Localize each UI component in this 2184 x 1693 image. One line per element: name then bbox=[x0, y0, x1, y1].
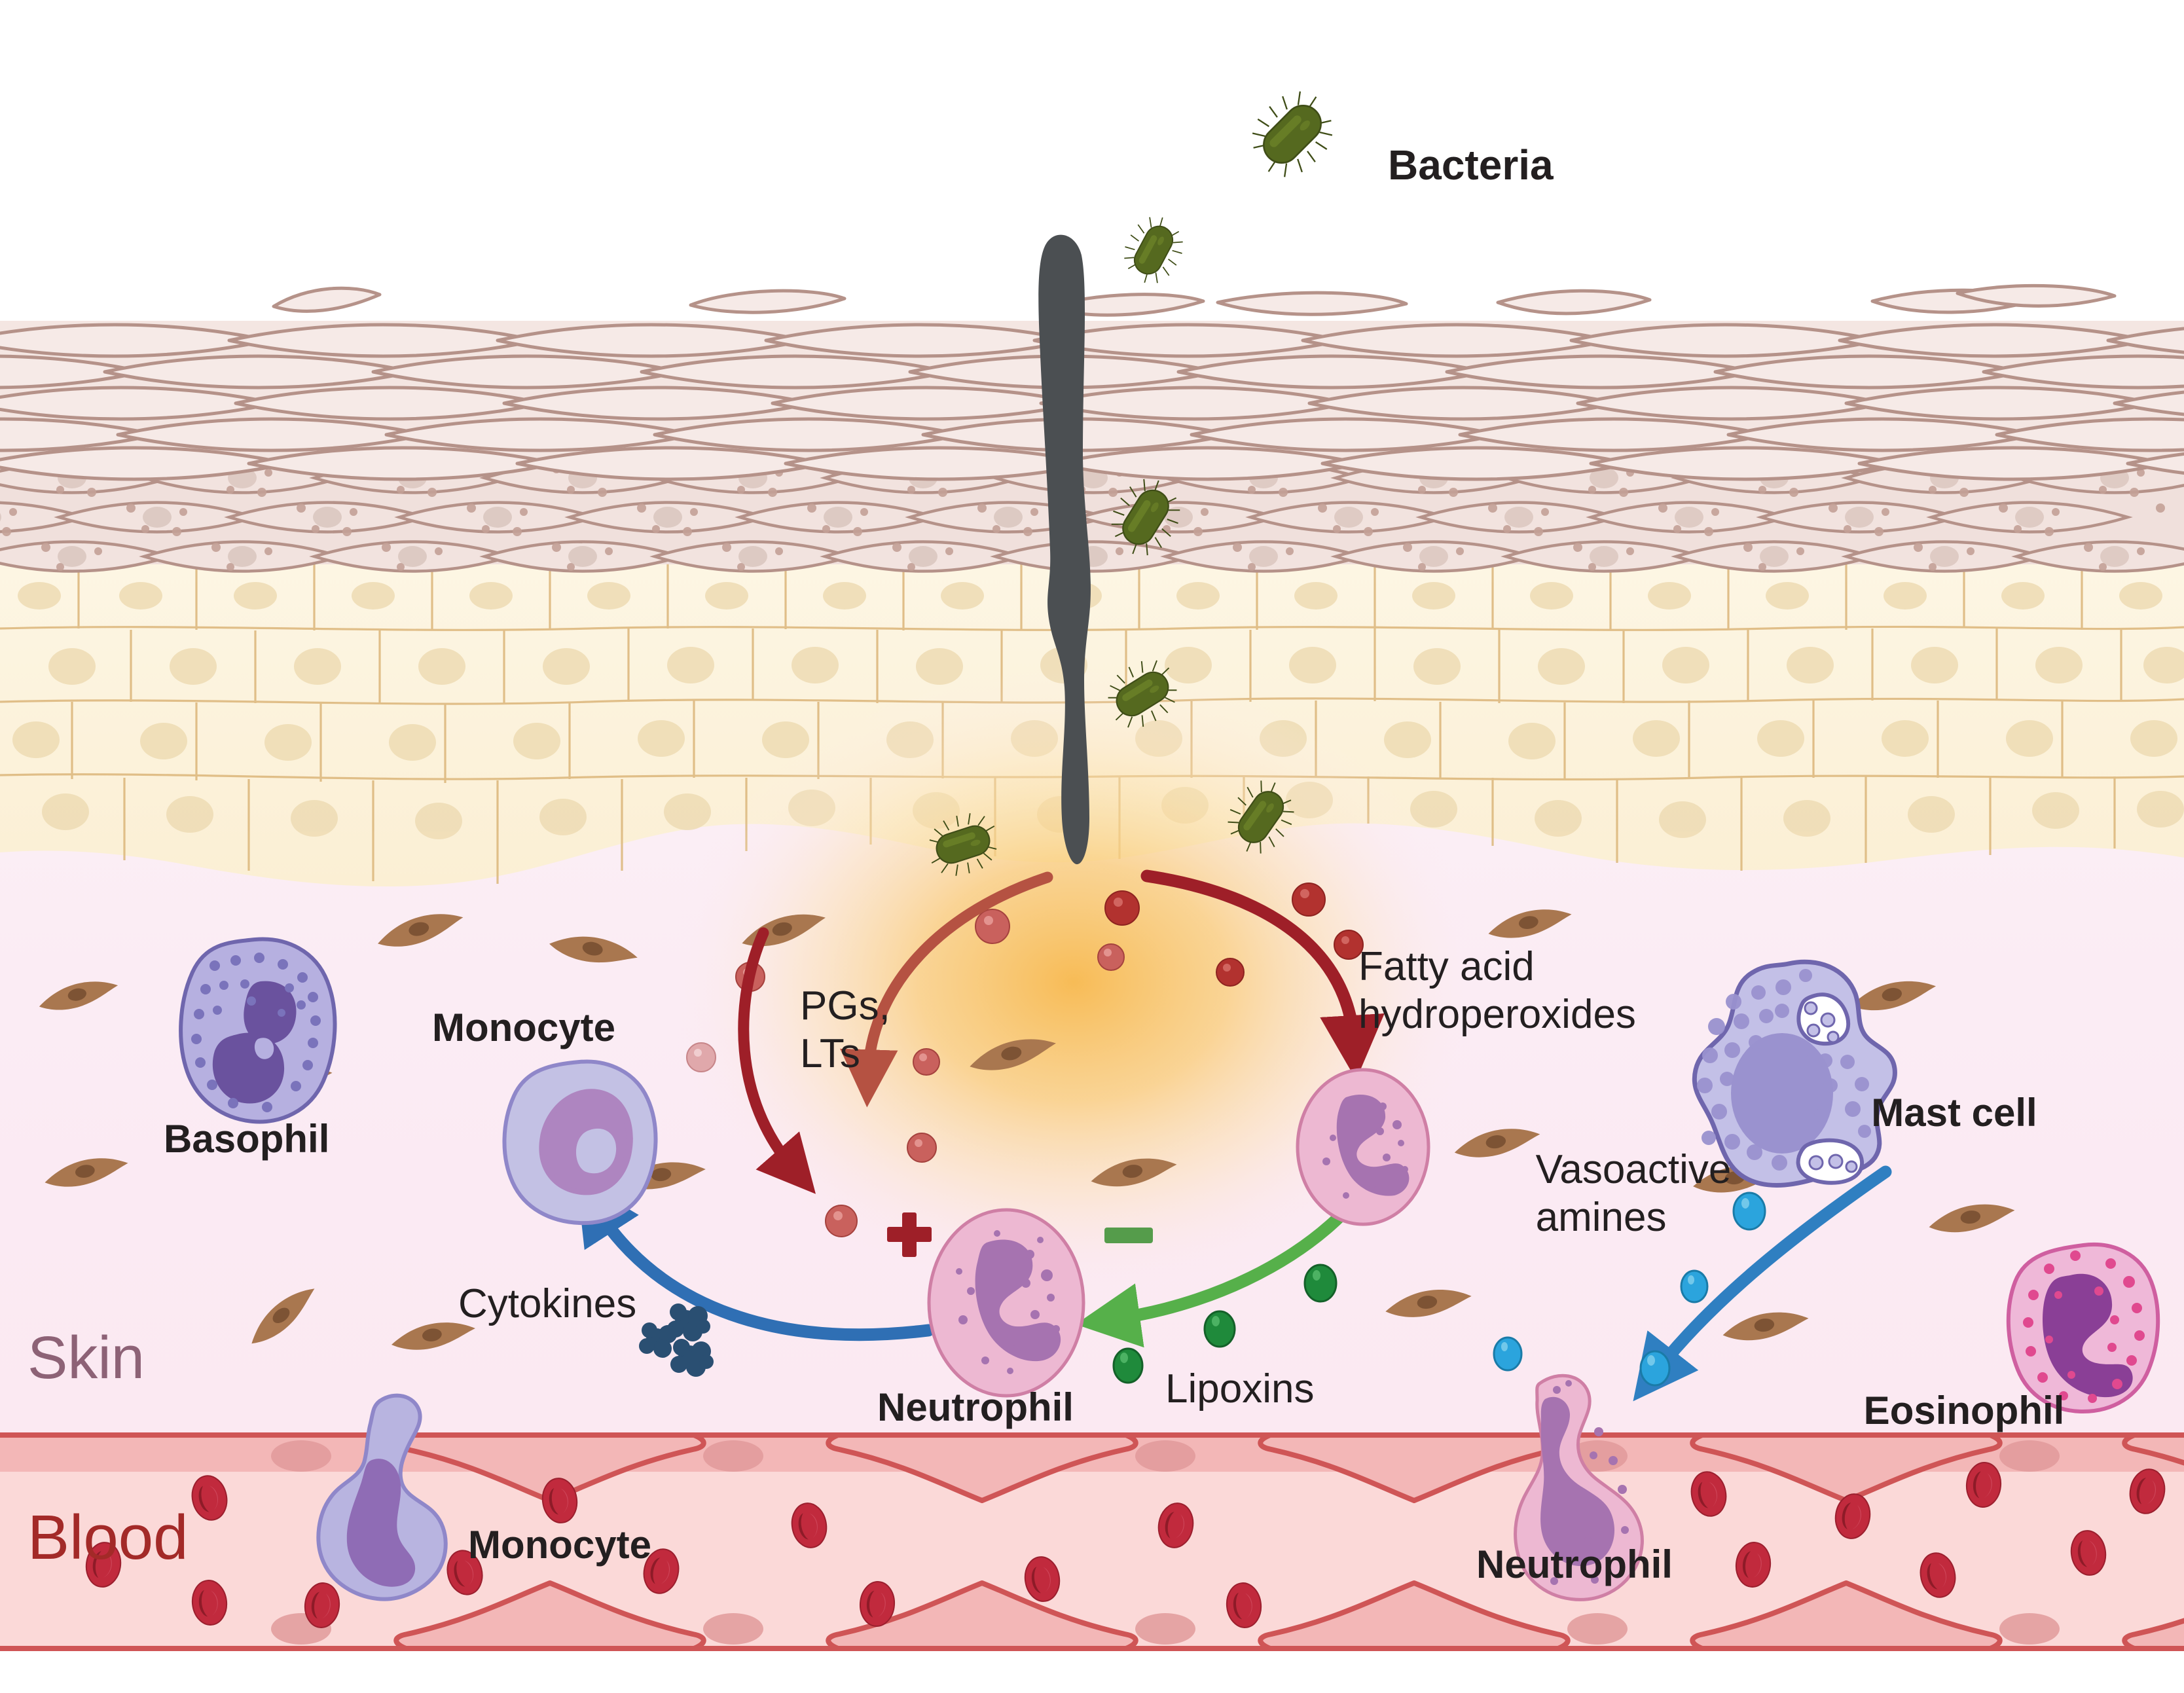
region-label-blood: Blood bbox=[27, 1502, 189, 1573]
cell-label-neutrophil-tissue: Neutrophil bbox=[877, 1385, 1074, 1429]
cell-label-basophil: Basophil bbox=[164, 1117, 330, 1161]
cell-label-monocyte-blood: Monocyte bbox=[468, 1523, 652, 1567]
cell-label-neutrophil-blood: Neutrophil bbox=[1476, 1542, 1673, 1586]
keratinocyte-nuclei bbox=[12, 582, 2184, 839]
bacterium bbox=[1095, 648, 1190, 740]
region-label-skin: Skin bbox=[27, 1324, 145, 1391]
mediator-label-vasoactive: Vasoactive amines bbox=[1535, 1147, 1732, 1241]
desquamating-cells bbox=[272, 283, 2117, 317]
mediator-label-cytokines: Cytokines bbox=[458, 1281, 637, 1326]
mediator-label-fatty-acid: Fatty acid hydroperoxides bbox=[1358, 944, 1636, 1038]
cell-label-eosinophil: Eosinophil bbox=[1863, 1389, 2065, 1432]
stratum-corneum bbox=[0, 283, 2184, 479]
cell-label-monocyte-tissue: Monocyte bbox=[432, 1006, 616, 1049]
stratum-granulosum bbox=[0, 458, 2184, 572]
bacterium bbox=[1235, 77, 1349, 191]
cell-label-bacteria: Bacteria bbox=[1388, 141, 1554, 189]
bacterium bbox=[1098, 467, 1193, 567]
mediator-label-pgs-lts: PGs, LTs bbox=[800, 983, 890, 1077]
splinter bbox=[1038, 234, 1091, 865]
bacterium bbox=[1113, 207, 1194, 293]
blood-vessel-region bbox=[0, 1434, 2184, 1650]
cell-label-mast-cell: Mast cell bbox=[1871, 1091, 2037, 1135]
mediator-label-lipoxins: Lipoxins bbox=[1165, 1366, 1315, 1411]
